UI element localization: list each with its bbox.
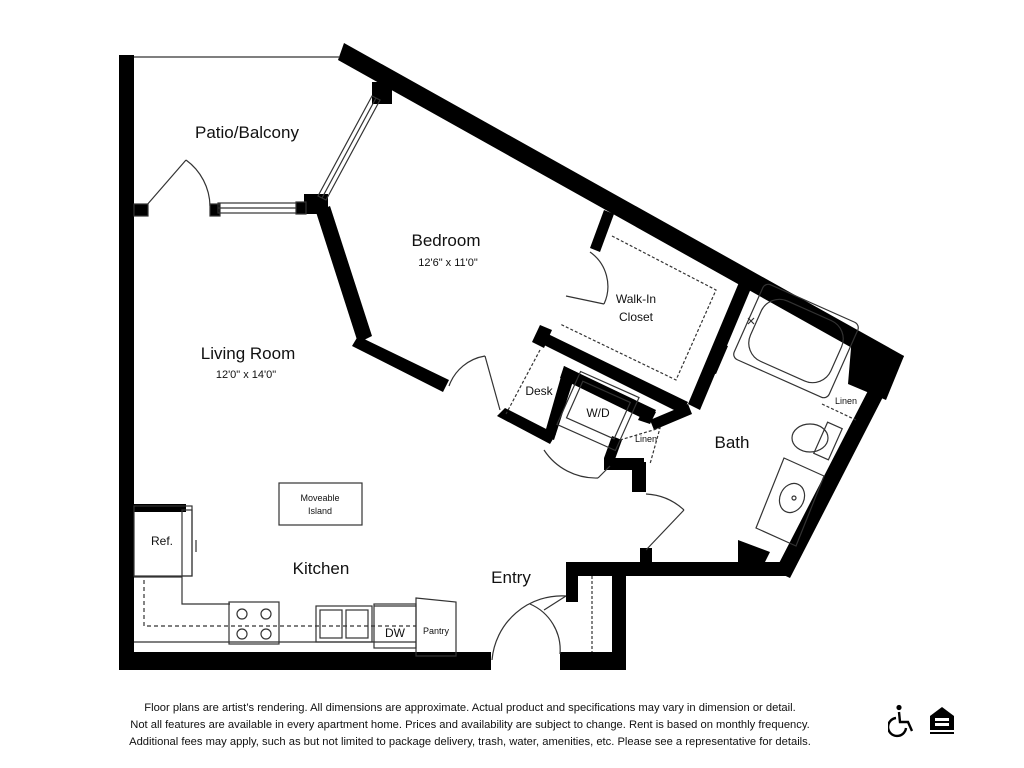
bath-linen-label: Linen — [835, 396, 857, 406]
living-room-label: Living Room — [201, 344, 296, 363]
disclaimer-line-2: Not all features are available in every … — [130, 719, 810, 731]
disclaimer: Floor plans are artist’s rendering. All … — [60, 700, 880, 751]
entry-label: Entry — [491, 568, 531, 587]
disclaimer-line-1: Floor plans are artist’s rendering. All … — [144, 702, 796, 714]
pantry-label: Pantry — [423, 626, 450, 636]
kitchen-label: Kitchen — [293, 559, 350, 578]
desk-label: Desk — [525, 384, 553, 398]
refrigerator-label: Ref. — [151, 534, 173, 548]
washer-dryer-label: W/D — [586, 406, 610, 420]
living-room-dimensions: 12'0" x 14'0" — [216, 369, 276, 381]
bedroom-label: Bedroom — [412, 231, 481, 250]
island-label-line1: Moveable — [300, 493, 339, 503]
bath-label: Bath — [715, 433, 750, 452]
equal-housing-icon — [930, 707, 954, 734]
fixtures — [133, 56, 859, 661]
dishwasher-label: DW — [385, 626, 406, 640]
disclaimer-line-3: Additional fees may apply, such as but n… — [129, 736, 811, 748]
interior-walls — [134, 82, 752, 574]
wheelchair-icon — [888, 704, 914, 738]
closet-label-line2: Closet — [619, 310, 654, 324]
closet-label-line1: Walk-In — [616, 292, 656, 306]
bedroom-dimensions: 12'6" x 11'0" — [418, 257, 478, 269]
island-label-line2: Island — [308, 506, 332, 516]
room-labels: Patio/Balcony Bedroom 12'6" x 11'0" Walk… — [151, 123, 857, 640]
patio-label: Patio/Balcony — [195, 123, 299, 142]
hall-linen-label: Linen — [635, 434, 657, 444]
compliance-icons — [888, 704, 954, 738]
